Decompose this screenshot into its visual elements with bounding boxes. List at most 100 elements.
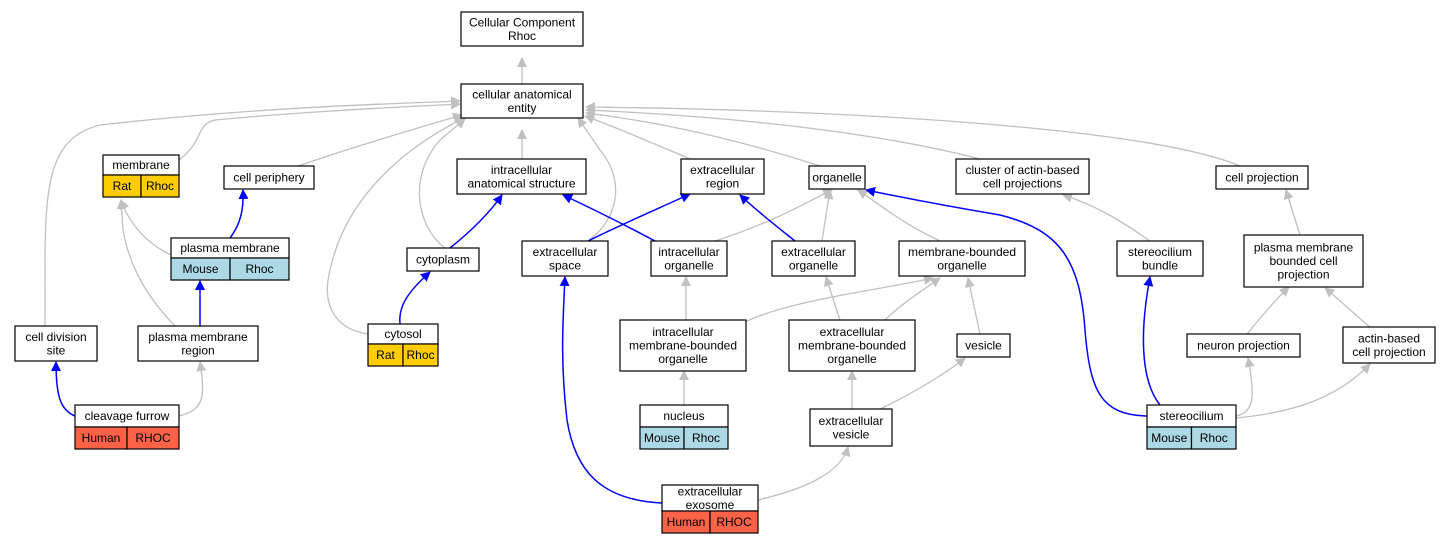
edge-cleavage-pmregion [178, 361, 207, 417]
node-cellperiph[interactable]: cell periphery [223, 165, 315, 190]
node-box [460, 83, 584, 119]
node-box [661, 484, 759, 512]
node-label: neuron projection [1197, 339, 1290, 353]
node-label: plasma membrane [1254, 241, 1354, 255]
node-label: cytosol [384, 327, 421, 341]
gene-symbol: Rhoc [245, 262, 273, 276]
node-label: extracellular [781, 245, 846, 259]
edge-stereocilium-actinproj [1235, 363, 1371, 419]
node-label: region [706, 176, 739, 190]
node-label: organelle [658, 352, 708, 366]
species-cell [683, 426, 729, 450]
species-cell [140, 174, 180, 198]
edge-intorg-organelle [714, 189, 833, 242]
node-label: extracellular [533, 245, 598, 259]
node-box [809, 408, 893, 447]
node-box [521, 240, 609, 277]
node-box [1186, 333, 1301, 358]
node-neuronproj[interactable]: neuron projection [1186, 333, 1301, 358]
edge-stereocilium-organelle [865, 186, 1148, 417]
node-label: exosome [686, 498, 735, 512]
edge-exosome-exspace [559, 276, 663, 504]
node-cellproj[interactable]: cell projection [1215, 165, 1309, 190]
node-box [808, 165, 866, 190]
node-label: membrane-bounded [629, 339, 737, 353]
node-vesicle[interactable]: vesicle [956, 333, 1011, 358]
node-box [771, 240, 856, 277]
node-label: entity [508, 101, 537, 115]
species-name: Mouse [644, 431, 680, 445]
edge-stereocilium-sbundle [1142, 276, 1161, 406]
node-box [406, 247, 480, 272]
node-label: stereocilium [1128, 245, 1192, 259]
edge-embo-exorg [824, 276, 841, 321]
edge-neuronproj-pmbcp [1246, 286, 1290, 335]
node-label: Rhoc [508, 29, 536, 43]
edge-mborg-organelle [857, 189, 941, 242]
edge-exorg-organelle [821, 189, 834, 242]
edge-cytoplasm-ias [449, 194, 503, 249]
node-label: organelle [664, 258, 714, 272]
node-box [898, 240, 1026, 277]
node-label: extracellular [820, 325, 885, 339]
species-cell [229, 257, 290, 281]
node-box [137, 325, 259, 362]
node-label: cellular anatomical [472, 87, 571, 101]
node-organelle[interactable]: organelle [808, 165, 866, 190]
edge-vesicle-mborg [964, 277, 981, 335]
node-label: cell projections [983, 176, 1062, 190]
node-box [955, 158, 1090, 195]
edge-cytosol-cytoplasm [399, 271, 431, 325]
species-name: Human [667, 515, 706, 529]
node-box [1215, 165, 1309, 190]
gene-symbol: RHOC [135, 431, 171, 445]
node-cytoplasm[interactable]: cytoplasm [406, 247, 480, 272]
node-label: membrane-bounded [798, 339, 906, 353]
species-name: Mouse [182, 262, 218, 276]
node-box [14, 325, 98, 362]
node-label: cell projection [1225, 171, 1298, 185]
node-label: region [181, 343, 214, 357]
node-label: cell periphery [233, 171, 304, 185]
edge-plasmamem-membrane [119, 199, 172, 256]
node-box [956, 333, 1011, 358]
species-name: Rat [376, 348, 395, 362]
node-label: plasma membrane [180, 241, 280, 255]
node-label: membrane [112, 158, 170, 172]
node-label: cell projection [1352, 345, 1425, 359]
node-label: organelle [937, 258, 987, 272]
node-label: vesicle [833, 427, 870, 441]
node-label: projection [1277, 268, 1329, 282]
edge-cytosol-cae [326, 117, 465, 335]
edge-exosome-exvesicle [757, 446, 851, 501]
node-label: bundle [1142, 258, 1178, 272]
species-cell [1190, 426, 1237, 450]
species-cell [709, 510, 759, 534]
node-label: intracellular [652, 325, 713, 339]
